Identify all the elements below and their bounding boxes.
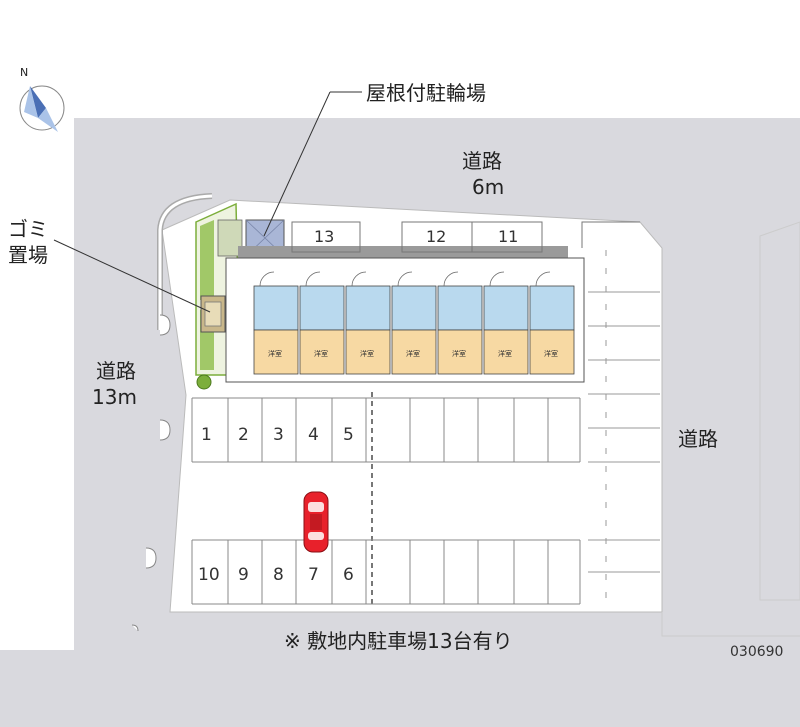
parking-slot-13: 13 <box>314 227 334 246</box>
parking-slot-1: 1 <box>201 425 212 445</box>
room-label: 洋室 <box>544 349 558 358</box>
road-east-curb <box>759 221 800 601</box>
room-label: 洋室 <box>314 349 328 358</box>
parking-slot-10: 10 <box>198 565 220 585</box>
garbage-leader-line <box>53 239 211 313</box>
apartment-unit: 洋室 <box>345 271 391 375</box>
garbage-label-line1: ゴミ <box>8 217 48 241</box>
east-parking-stripes <box>588 250 660 600</box>
car-icon <box>303 491 329 553</box>
road-west-label: 道路 <box>96 359 136 383</box>
parking-slot-9: 9 <box>238 565 249 585</box>
parking-lower-row <box>191 539 581 605</box>
parking-slot-8: 8 <box>273 565 284 585</box>
room-label: 洋室 <box>360 349 374 358</box>
parking-slot-11: 11 <box>498 227 518 246</box>
parking-upper-row <box>191 397 581 463</box>
parking-slot-12: 12 <box>426 227 446 246</box>
road-east-label: 道路 <box>678 427 718 451</box>
apartment-unit: 洋室 <box>299 271 345 375</box>
parking-slot-6: 6 <box>343 565 354 585</box>
parking-slot-2: 2 <box>238 425 249 445</box>
apartment-unit: 洋室 <box>529 271 575 375</box>
garbage-label-line2: 置場 <box>8 243 48 267</box>
parking-slot-3: 3 <box>273 425 284 445</box>
apartment-unit: 洋室 <box>253 271 299 375</box>
west-curb-notches <box>131 314 171 632</box>
room-label: 洋室 <box>452 349 466 358</box>
apartment-unit: 洋室 <box>483 271 529 375</box>
bike-parking-label: 屋根付駐輪場 <box>366 81 486 105</box>
parking-slot-7: 7 <box>308 565 319 585</box>
roof-band <box>238 246 568 260</box>
room-label: 洋室 <box>406 349 420 358</box>
road-north-label: 道路 <box>462 149 502 173</box>
room-label: 洋室 <box>498 349 512 358</box>
road-north-width: 6m <box>472 175 504 199</box>
east-lot-edge <box>661 612 800 637</box>
parking-top-row <box>291 221 640 253</box>
parking-note: ※ 敷地内駐車場13台有り <box>284 629 513 653</box>
compass-n-label: N <box>20 66 28 79</box>
compass-icon: N <box>19 66 65 132</box>
parking-slot-4: 4 <box>308 425 319 445</box>
parking-slot-5: 5 <box>343 425 354 445</box>
tree-icon <box>196 374 212 390</box>
apartment-unit: 洋室 <box>391 271 437 375</box>
property-code: 030690 <box>730 644 783 660</box>
room-label: 洋室 <box>268 349 282 358</box>
apartment-unit: 洋室 <box>437 271 483 375</box>
road-west-width: 13m <box>92 385 137 409</box>
apartment-units: 洋室 洋室 洋室 洋室 洋室 洋室 洋室 <box>253 271 575 375</box>
